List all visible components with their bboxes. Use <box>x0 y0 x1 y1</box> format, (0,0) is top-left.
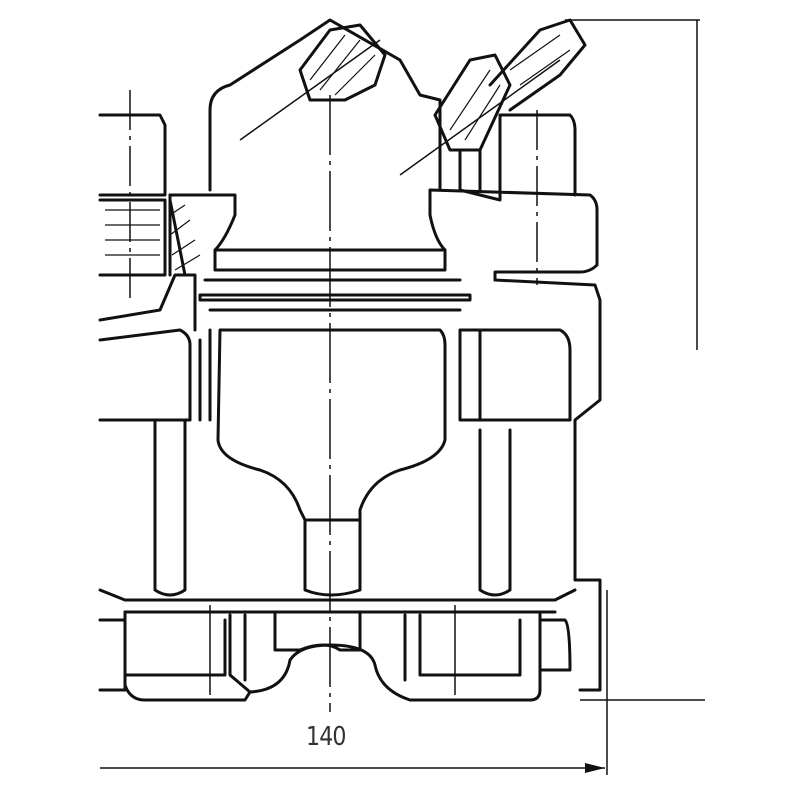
guide-bolt-left <box>98 113 201 277</box>
caliper-bottom-pads <box>98 605 572 702</box>
caliper-upper-step <box>168 188 599 282</box>
caliper-housing-top <box>208 18 442 192</box>
dimension-140 <box>100 20 705 775</box>
bleed-screw-left <box>239 23 387 141</box>
dimension-label: 140 <box>306 722 346 752</box>
caliper-body-outline <box>98 273 197 422</box>
brake-line-fitting-right <box>399 18 700 202</box>
piston-housing <box>198 248 472 312</box>
